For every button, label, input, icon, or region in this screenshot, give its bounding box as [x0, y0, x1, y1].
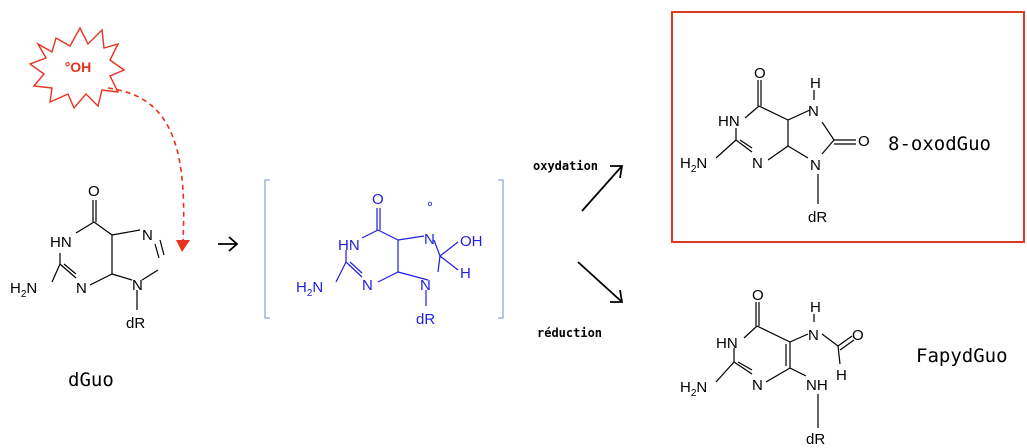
- fapy-atom-nh: NH: [806, 377, 828, 394]
- intermediate-atom-oh: OH: [460, 233, 483, 250]
- dguo-atoms: O HN N N N H2N dR: [10, 183, 153, 332]
- reaction-arrow-right: [218, 236, 239, 252]
- dguo-atom-h2n: H2N: [10, 280, 37, 300]
- oxo-atom-hn: HN: [718, 113, 740, 130]
- dguo-atom-n3: N: [76, 280, 87, 297]
- radical-attack-arrowhead: [176, 240, 190, 252]
- dguo-caption: dGuo: [68, 369, 114, 391]
- oxo-atom-dr: dR: [808, 209, 827, 226]
- reduction-arrow: [577, 261, 624, 303]
- oxo-atom-h: H: [810, 75, 821, 92]
- reduction-label: réduction: [537, 326, 602, 340]
- dguo-atom-n9: N: [132, 277, 143, 294]
- fapy-atom-n3: N: [752, 377, 763, 394]
- fapy-structure: [715, 302, 855, 428]
- intermediate-atom-dr: dR: [416, 311, 435, 328]
- fapy-atom-hn: HN: [716, 335, 738, 352]
- fapy-atom-o: O: [752, 287, 764, 304]
- oxo-atom-n3: N: [752, 155, 763, 172]
- fapy-atom-o-formyl: O: [852, 327, 864, 344]
- radical-attack-arrow: [107, 87, 185, 241]
- dguo-atom-hn: HN: [50, 234, 72, 251]
- oxo-highlight-box: [671, 11, 1025, 243]
- intermediate-atom-h2n: H2N: [296, 279, 323, 299]
- oxo-atoms: O HN H N O N N H2N dR: [680, 65, 870, 226]
- oxo-atom-n7: N: [808, 103, 819, 120]
- oxo-atom-o6: O: [754, 65, 766, 82]
- oxo-atom-h2n: H2N: [680, 155, 707, 175]
- fapy-atom-h-top: H: [810, 299, 821, 316]
- burst-star-shape: [28, 26, 126, 110]
- hydroxyl-radical-label: °OH: [65, 59, 92, 75]
- intermediate-atom-n3: N: [362, 277, 373, 294]
- fapy-atoms: O HN H N O H N NH H2N dR: [680, 287, 864, 448]
- oxo-atom-n9: N: [810, 157, 821, 174]
- intermediate-atom-hn: HN: [338, 237, 360, 254]
- dguo-structure: [51, 200, 165, 310]
- intermediate-structure: [335, 208, 459, 306]
- hydroxyl-radical-burst: °OH: [28, 26, 126, 110]
- fapy-atom-h-formyl: H: [836, 367, 847, 384]
- oxo-structure: [715, 80, 856, 204]
- oxo-caption: 8-oxodGuo: [888, 133, 991, 155]
- oxo-atom-o8: O: [858, 133, 870, 150]
- intermediate-atoms: O HN N ° OH H N N H2N dR: [296, 191, 483, 328]
- intermediate-atom-h: H: [460, 265, 471, 282]
- dguo-atom-dr: dR: [126, 315, 145, 332]
- oxidation-arrow: [581, 165, 624, 212]
- fapy-caption: FapydGuo: [916, 345, 1008, 367]
- fapy-atom-dr: dR: [806, 431, 825, 448]
- intermediate-brackets: [264, 179, 504, 319]
- dguo-atom-n7: N: [142, 227, 153, 244]
- intermediate-atom-n7: N: [424, 231, 435, 248]
- fapy-atom-h2n: H2N: [680, 379, 707, 399]
- intermediate-atom-n9: N: [420, 277, 431, 294]
- intermediate-atom-o: O: [372, 191, 384, 208]
- fapy-atom-n-formyl: N: [808, 327, 819, 344]
- dguo-atom-o: O: [88, 183, 100, 200]
- oxidation-label: oxydation: [533, 159, 598, 173]
- intermediate-radical-dot: °: [427, 199, 433, 216]
